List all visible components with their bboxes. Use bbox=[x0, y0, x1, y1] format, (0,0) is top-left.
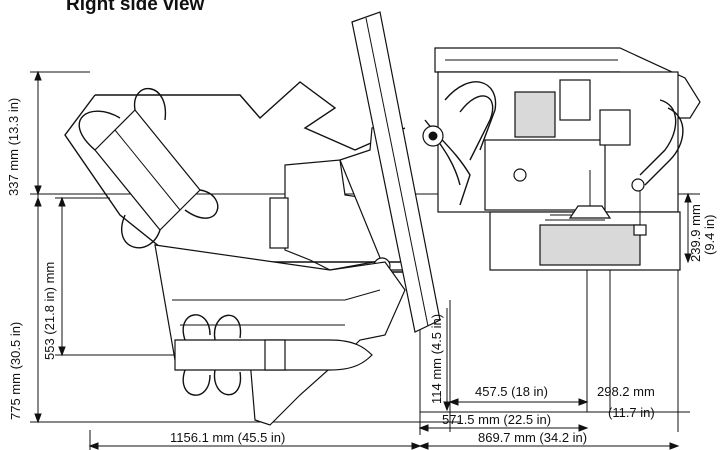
transom-plate bbox=[351, 11, 441, 333]
dim-height-top: 337 mm (13.3 in) bbox=[6, 98, 21, 196]
dim-len-b: 571.5 mm (22.5 in) bbox=[442, 412, 551, 427]
diagram-title: Right side view bbox=[66, 0, 205, 15]
dim-len-a: 457.5 (18 in) bbox=[475, 384, 548, 399]
dim-len-total: 1156.1 mm (45.5 in) bbox=[170, 430, 285, 445]
dim-len-c-a: 298.2 mm bbox=[597, 384, 655, 399]
outboard-drive-icon bbox=[64, 81, 412, 426]
dim-len-c-b: (11.7 in) bbox=[608, 405, 655, 420]
dim-right-height-b: (9.4 in) bbox=[702, 215, 717, 255]
dim-height-small: 114 mm (4.5 in) bbox=[429, 314, 444, 404]
propeller-icon bbox=[78, 87, 219, 249]
engine-block-icon bbox=[422, 47, 701, 271]
dim-right-height-a: 239.9 mm bbox=[688, 204, 703, 262]
dim-height-mid: 553 (21.8 in) mm bbox=[42, 262, 57, 360]
dimension-arrows bbox=[34, 70, 692, 450]
dim-height-total: 775 mm (30.5 in) bbox=[8, 322, 23, 420]
propeller-icon bbox=[182, 314, 242, 396]
dim-len-right: 869.7 mm (34.2 in) bbox=[478, 430, 587, 445]
